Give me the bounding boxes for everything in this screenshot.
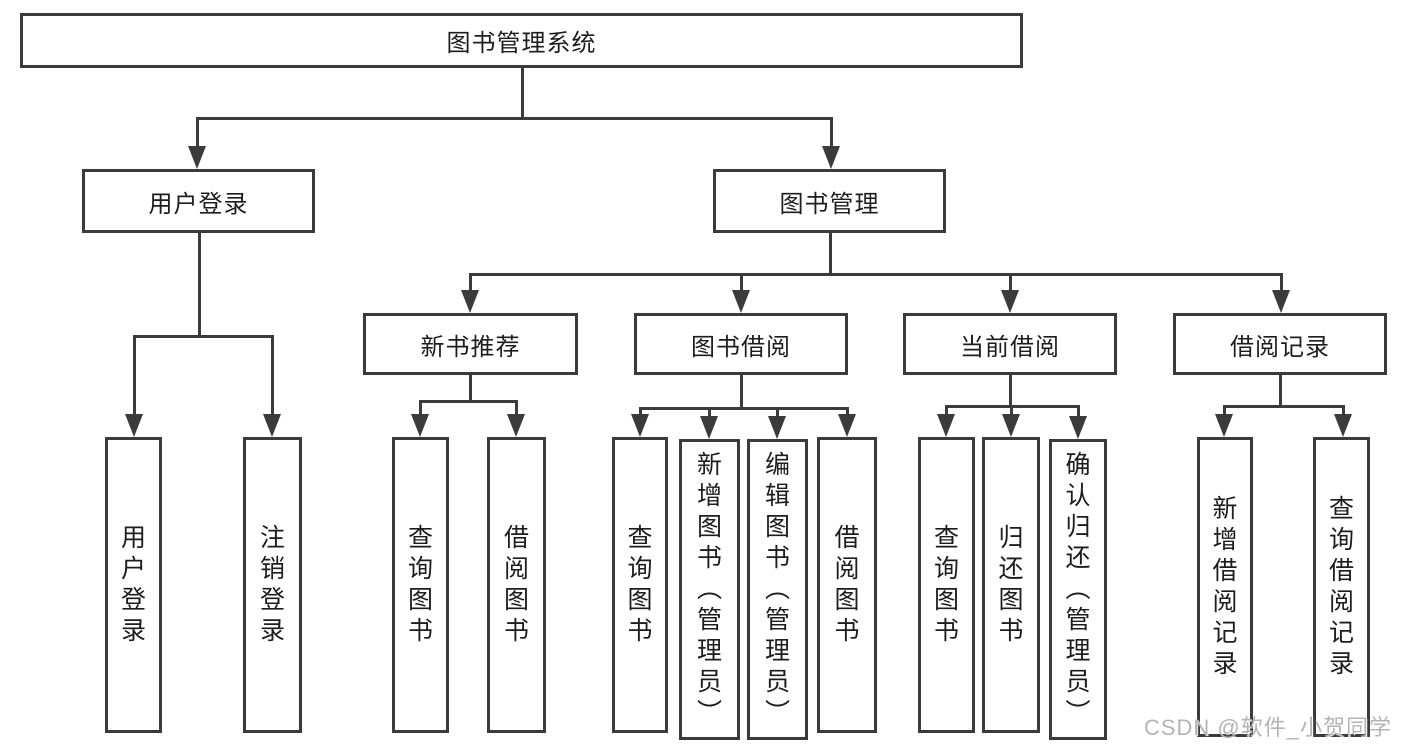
node-label-add-books-admin: 新 增 图 书 ︵ 管 理 员 ︶ (696, 451, 722, 727)
edge-2-arrow-0-stem (468, 273, 472, 293)
edge-4-arrow-3-stem (845, 407, 849, 417)
edge-4-arrow-1-stem (707, 407, 711, 419)
edge-4-arrowhead-icon (700, 416, 718, 439)
edge-2-arrow-1-stem (739, 273, 743, 293)
node-label-query-borrow-record: 查 询 借 阅 记 录 (1328, 495, 1354, 678)
edge-0-arrow-0-stem (195, 117, 199, 149)
node-label-user-login-op: 用 户 登 录 (120, 524, 146, 645)
node-query-borrow-record: 查 询 借 阅 记 录 (1313, 437, 1370, 737)
node-borrow-books-1: 借 阅 图 书 (487, 437, 546, 733)
node-user-login: 用户登录 (82, 169, 315, 233)
edge-3-drop-line (468, 375, 472, 403)
edge-1-arrow-1-stem (270, 335, 274, 417)
edge-0-arrow-1-stem (829, 117, 833, 149)
edge-3-bar-line (418, 400, 518, 403)
node-logout-op: 注 销 登 录 (243, 437, 302, 733)
edge-3-arrow-1-stem (514, 400, 518, 417)
edge-4-bar-line (638, 407, 849, 410)
edge-5-arrow-0-stem (944, 405, 948, 417)
edge-4-arrowhead-icon (631, 414, 649, 437)
edge-5-arrowhead-icon (1002, 414, 1020, 437)
edge-4-arrowhead-icon (838, 414, 856, 437)
node-label-borrow-books-1: 借 阅 图 书 (503, 524, 529, 645)
edge-6-arrowhead-icon (1334, 414, 1352, 437)
csdn-watermark: CSDN @软件_小贺同学 (1143, 715, 1392, 740)
edge-6-arrow-0-stem (1222, 405, 1226, 417)
node-borrow-records: 借阅记录 (1173, 313, 1387, 375)
edge-5-arrow-2-stem (1076, 405, 1080, 419)
edge-6-drop-line (1278, 375, 1282, 408)
node-return-books: 归 还 图 书 (982, 437, 1040, 733)
node-label-confirm-return-admin: 确 认 归 还 ︵ 管 理 员 ︶ (1065, 451, 1091, 727)
edge-4-arrowhead-icon (768, 416, 786, 439)
node-add-books-admin: 新 增 图 书 ︵ 管 理 员 ︶ (679, 439, 740, 740)
node-label-edit-books-admin: 编 辑 图 书 ︵ 管 理 员 ︶ (764, 451, 790, 727)
node-label-query-books-1: 查 询 图 书 (407, 524, 433, 645)
edge-2-arrowhead-icon (732, 290, 750, 313)
node-new-book-recommend: 新书推荐 (363, 313, 578, 375)
edge-2-arrow-2-stem (1008, 273, 1012, 293)
node-label-new-book-recommend: 新书推荐 (420, 333, 521, 361)
node-label-query-books-3: 查 询 图 书 (933, 524, 959, 645)
node-book-management: 图书管理 (713, 169, 946, 233)
node-query-books-2: 查 询 图 书 (612, 437, 668, 733)
edge-1-arrow-0-stem (132, 335, 136, 417)
edge-4-drop-line (739, 375, 743, 410)
node-book-borrowing: 图书借阅 (634, 313, 848, 375)
edge-2-arrowhead-icon (461, 290, 479, 313)
node-add-borrow-record: 新 增 借 阅 记 录 (1197, 437, 1253, 737)
edge-2-bar-line (468, 273, 1283, 276)
node-query-books-3: 查 询 图 书 (918, 437, 975, 733)
node-label-book-management: 图书管理 (779, 190, 880, 218)
edge-6-arrowhead-icon (1215, 414, 1233, 437)
edge-1-drop-line (197, 233, 201, 338)
edge-1-bar-line (132, 335, 274, 338)
edge-6-bar-line (1222, 405, 1345, 408)
node-label-borrow-books-2: 借 阅 图 书 (834, 524, 860, 645)
edge-3-arrowhead-icon (507, 414, 525, 437)
edge-3-arrow-0-stem (418, 400, 422, 417)
edge-4-arrow-0-stem (638, 407, 642, 417)
node-query-books-1: 查 询 图 书 (392, 437, 449, 733)
edge-5-arrow-1-stem (1009, 405, 1013, 417)
edge-0-arrowhead-icon (188, 146, 206, 169)
node-label-borrow-records: 借阅记录 (1230, 333, 1330, 361)
node-label-query-books-2: 查 询 图 书 (627, 524, 653, 645)
node-borrow-books-2: 借 阅 图 书 (817, 437, 877, 733)
node-label-logout-op: 注 销 登 录 (259, 524, 285, 645)
node-label-return-books: 归 还 图 书 (998, 524, 1024, 645)
node-root: 图书管理系统 (20, 13, 1023, 68)
edge-5-arrowhead-icon (937, 414, 955, 437)
node-label-add-borrow-record: 新 增 借 阅 记 录 (1212, 495, 1238, 678)
edge-2-arrow-3-stem (1279, 273, 1283, 293)
edge-1-arrowhead-icon (125, 414, 143, 437)
edge-0-bar-line (195, 117, 833, 120)
edge-3-arrowhead-icon (411, 414, 429, 437)
node-current-borrowing: 当前借阅 (903, 313, 1117, 375)
edge-2-arrowhead-icon (1001, 290, 1019, 313)
edge-2-arrowhead-icon (1272, 290, 1290, 313)
node-user-login-op: 用 户 登 录 (105, 437, 162, 733)
node-confirm-return-admin: 确 认 归 还 ︵ 管 理 员 ︶ (1049, 439, 1107, 740)
edge-6-arrow-1-stem (1341, 405, 1345, 417)
node-label-user-login: 用户登录 (148, 190, 249, 218)
edge-5-arrowhead-icon (1069, 416, 1087, 439)
node-edit-books-admin: 编 辑 图 书 ︵ 管 理 员 ︶ (747, 439, 808, 740)
edge-1-arrowhead-icon (263, 414, 281, 437)
node-label-book-borrowing: 图书借阅 (691, 333, 791, 361)
node-label-root: 图书管理系统 (446, 30, 597, 57)
edge-5-drop-line (1008, 375, 1012, 408)
edge-0-drop-line (520, 68, 524, 120)
node-label-current-borrowing: 当前借阅 (960, 333, 1060, 361)
edge-0-arrowhead-icon (822, 146, 840, 169)
edge-4-arrow-2-stem (775, 407, 779, 419)
edge-2-drop-line (828, 233, 832, 276)
